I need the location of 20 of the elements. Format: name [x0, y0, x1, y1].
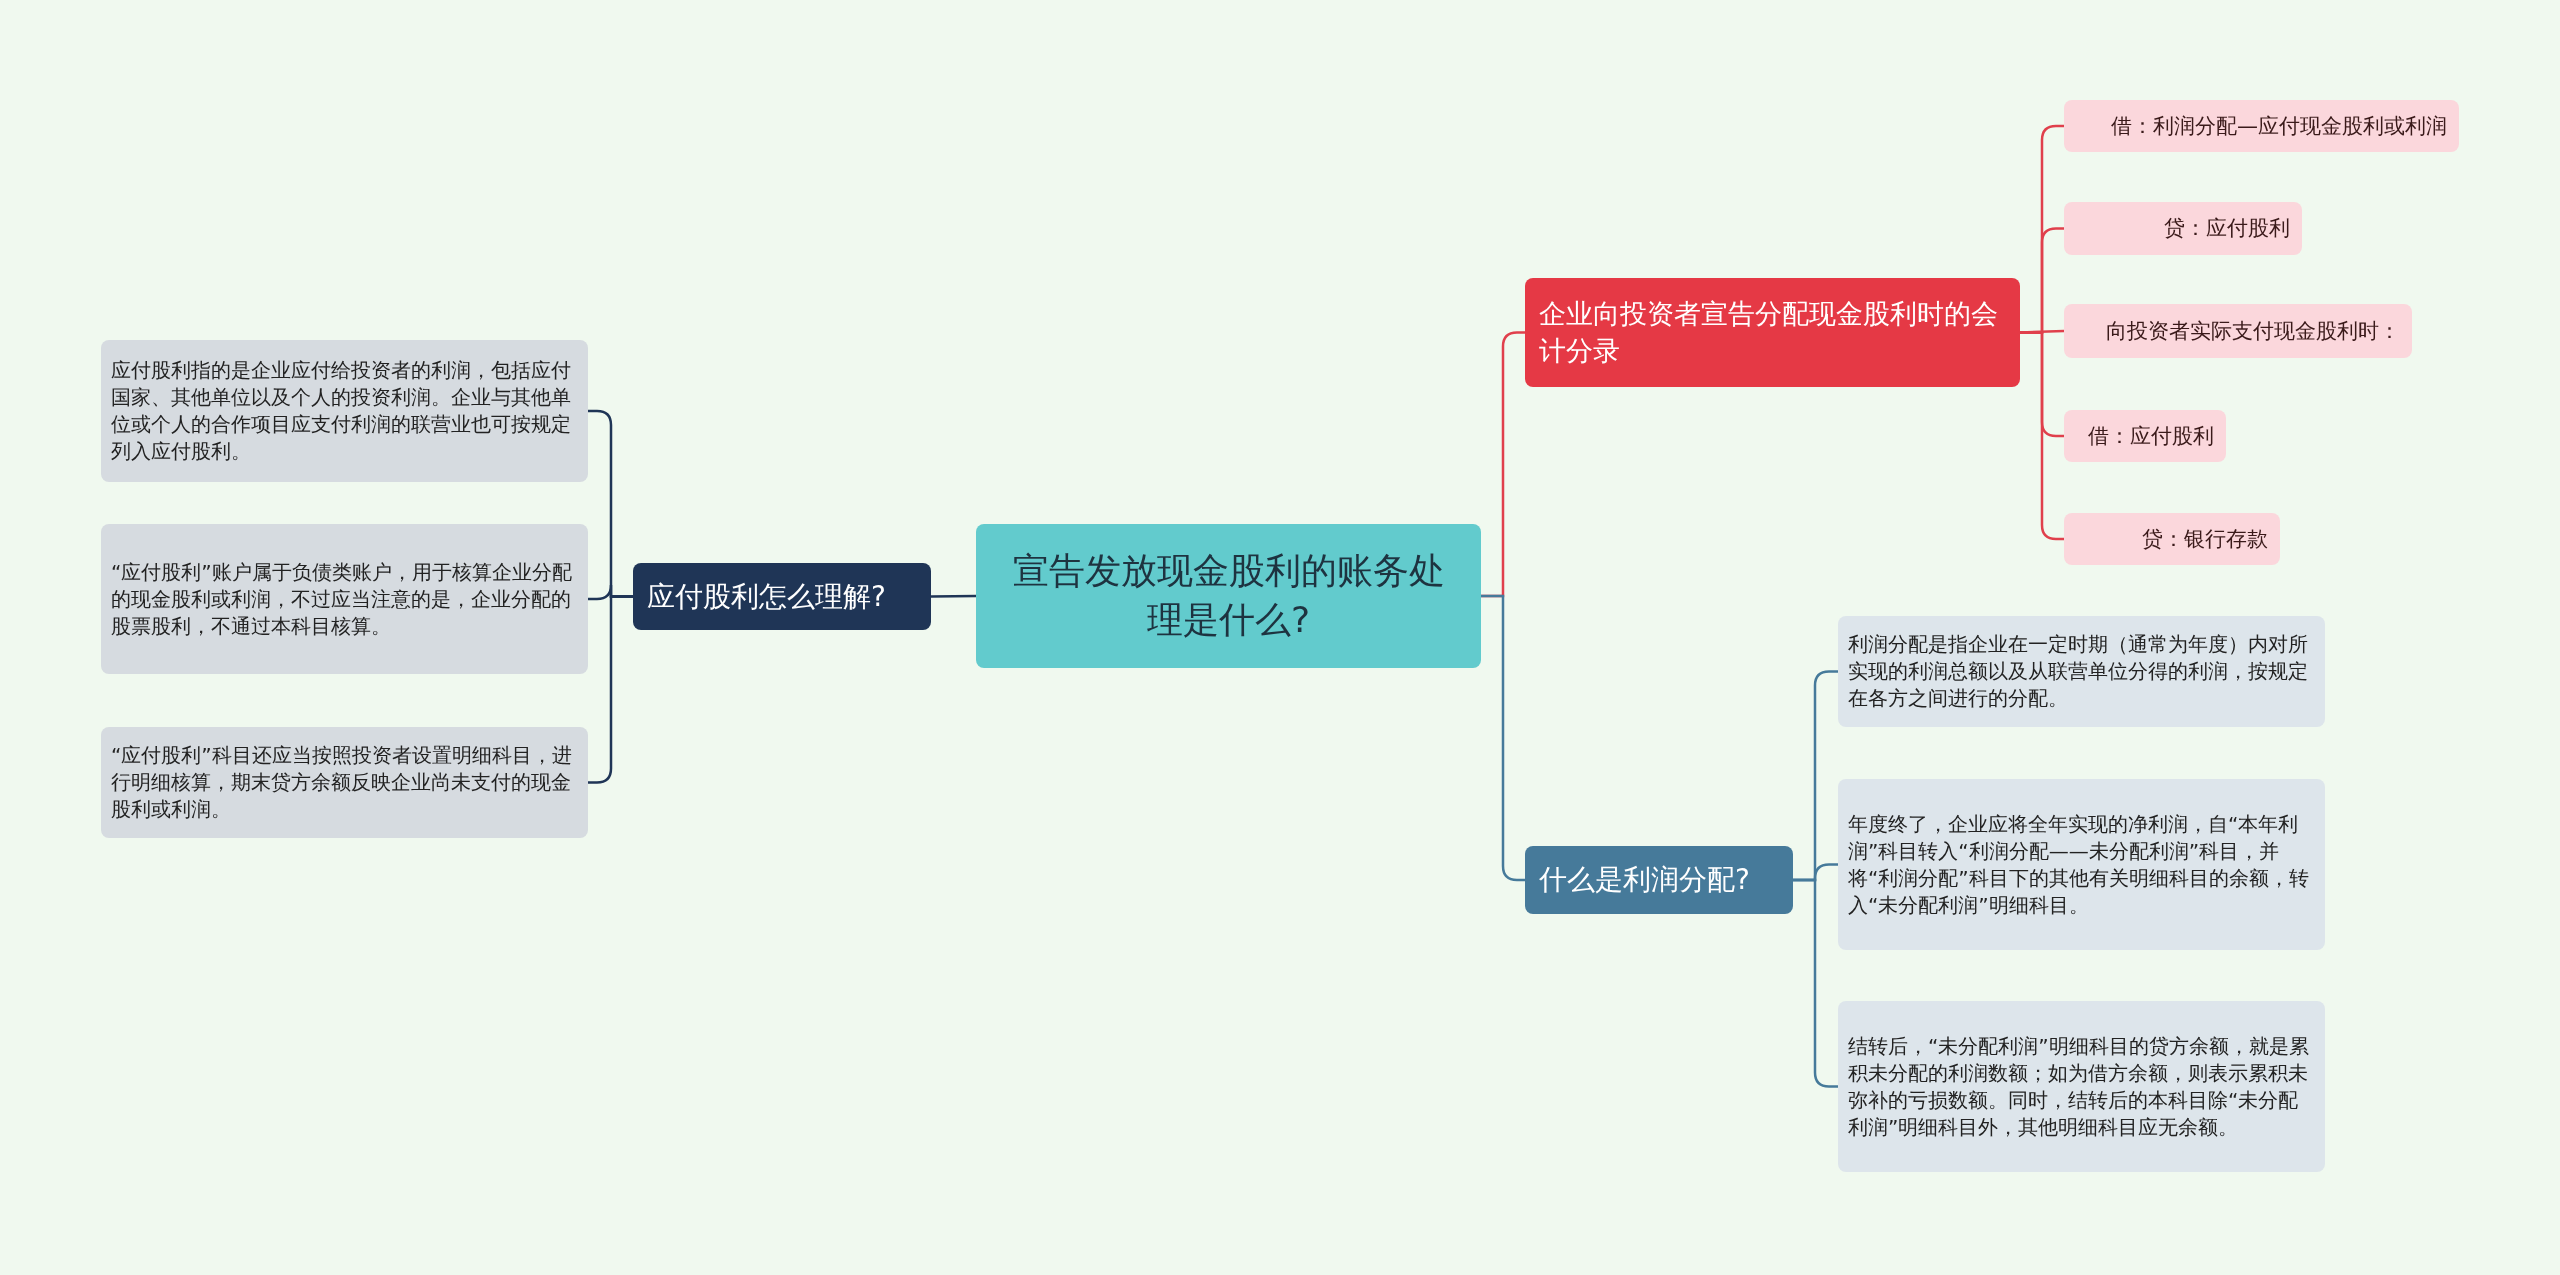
note-box: “应付股利”科目还应当按照投资者设置明细科目，进行明细核算，期末贷方余额反映企业尚未支付的现金股利或利润。: [101, 727, 588, 838]
note-box: “应付股利”账户属于负债类账户，用于核算企业分配的现金股利或利润，不过应当注意的是，企业分配的股票股利，不通过本科目核算。: [101, 524, 588, 674]
note-box: 结转后，“未分配利润”明细科目的贷方余额，就是累积未分配的利润数额；如为借方余额，则表示累积未弥补的亏损数额。同时，结转后的本科目除“未分配利润”明细科目外，其他明细科目应无余额。: [1838, 1001, 2325, 1172]
note-box: 年度终了，企业应将全年实现的净利润，自“本年利润”科目转入“利润分配——未分配利润”科目，并将“利润分配”科目下的其他有关明细科目的余额，转入“未分配利润”明细科目。: [1838, 779, 2325, 950]
note-box: 利润分配是指企业在一定时期（通常为年度）内对所实现的利润总额以及从联营单位分得的利润，按规定在各方之间进行的分配。: [1838, 616, 2325, 727]
connector-line: [1481, 594, 1525, 882]
connector-line: [2020, 331, 2064, 541]
note-box: 应付股利指的是企业应付给投资者的利润，包括应付国家、其他单位以及个人的投资利润。企业与其他单位或个人的合作项目应支付利润的联营业也可按规定列入应付股利。: [101, 340, 588, 482]
entry-box: 向投资者实际支付现金股利时：: [2064, 304, 2412, 358]
connector-line: [588, 595, 633, 784]
topic-box: 什么是利润分配?: [1525, 846, 1793, 914]
entry-box: 贷：应付股利: [2064, 202, 2302, 255]
topic-box: 应付股利怎么理解?: [633, 563, 931, 630]
topic-box: 企业向投资者宣告分配现金股利时的会计分录: [1525, 278, 2020, 387]
entry-box: 借：利润分配—应付现金股利或利润: [2064, 100, 2459, 152]
connector-line: [1793, 878, 1838, 1088]
central-topic-box: 宣告发放现金股利的账务处理是什么?: [976, 524, 1481, 668]
entry-box: 贷：银行存款: [2064, 513, 2280, 565]
connector-line: [931, 594, 976, 598]
entry-box: 借：应付股利: [2064, 410, 2226, 462]
